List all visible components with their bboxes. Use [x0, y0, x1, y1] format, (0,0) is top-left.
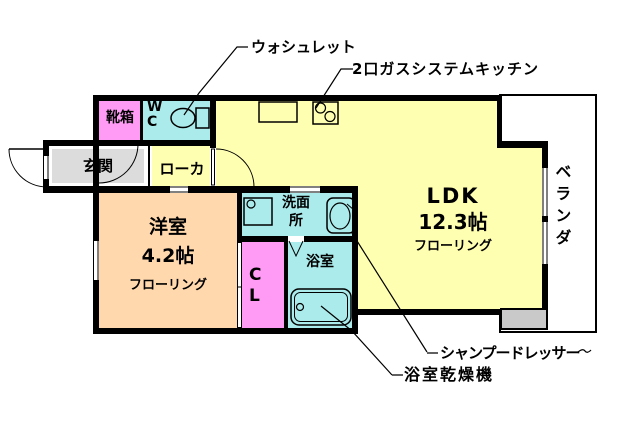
bathtub-inner: [294, 292, 348, 322]
washroom-label: 洗面 所: [282, 195, 310, 229]
stove-burner: [324, 110, 336, 123]
ldk-flooring: フローリング: [413, 239, 492, 254]
closet-door: [237, 242, 242, 328]
western-window: [93, 241, 99, 280]
ldk-window-1: [542, 168, 548, 216]
dryer-leader: [320, 305, 403, 376]
shoebox-floor: [99, 101, 140, 140]
basin-faucet: [346, 203, 355, 211]
fixtures: [170, 101, 356, 326]
wall-segment: [140, 101, 143, 140]
bathtub-faucet: [295, 302, 305, 312]
entrance-label: 玄関: [82, 157, 113, 175]
bathtub: [290, 288, 352, 326]
wash-basin-counter: [326, 197, 356, 234]
entrance-door-gap: [42, 156, 50, 179]
western-room-name: 洋室: [148, 216, 187, 238]
western-room-flooring: フローリング: [128, 278, 207, 293]
callout-shampoo-dresser: シャンプードレッサー: [440, 344, 581, 362]
gas-stove: [312, 101, 339, 125]
ldk-size: 12.3帖: [418, 210, 488, 234]
callout-washlet: ウォシュレット: [251, 38, 356, 56]
openings: [42, 156, 548, 328]
stove-burner: [314, 102, 327, 114]
bathroom-label: 浴室: [306, 254, 334, 270]
kitchen-counter: [258, 101, 298, 123]
washer-drain: [246, 199, 256, 209]
wall-segment: [93, 328, 358, 334]
washroom-door-gap: [290, 186, 320, 193]
closet-floor: [237, 242, 284, 328]
ldk-floor: [216, 101, 543, 309]
washer-pan: [243, 197, 273, 226]
shampoo-leader: [351, 232, 592, 354]
wall-segment: [352, 309, 358, 334]
wall-segment: [43, 140, 216, 146]
entrance-door-arc: [8, 148, 48, 188]
wall-segment: [43, 186, 242, 193]
hallway-label: ローカ: [159, 160, 205, 178]
wall-segment: [210, 95, 216, 148]
doors: [8, 143, 255, 188]
washlet-leader: [183, 46, 248, 116]
callout-bathroom-dryer: 浴室乾燥機: [404, 365, 495, 384]
ldk-door-leaf: [211, 148, 215, 186]
western-door-gap: [170, 186, 188, 193]
wall-segment: [497, 95, 502, 148]
callout-gas-kitchen: 2口ガスシステムキッチン: [352, 60, 539, 78]
washroom-floor: [237, 193, 358, 242]
entrance-step-line: [148, 146, 150, 186]
ldk-door-arc: [215, 148, 255, 188]
bathroom-floor: [284, 236, 358, 334]
ldk-name: LDK: [426, 184, 480, 208]
wall-segment: [284, 236, 288, 334]
leader-lines: [183, 46, 592, 376]
ldk-window-2: [542, 222, 548, 264]
wall-segment: [352, 309, 502, 315]
wash-basin: [329, 202, 351, 230]
kitchen-leader: [315, 68, 353, 109]
western-room-size: 4.2帖: [141, 245, 195, 267]
shoe-box-label: 靴箱: [106, 110, 134, 126]
veranda-label: ベランダ: [552, 163, 572, 251]
hallway-floor: [147, 146, 216, 186]
wall-segment: [93, 146, 99, 334]
bathroom-folding-door: [288, 236, 304, 258]
wc-label: W C: [147, 99, 163, 130]
wall-segment: [497, 141, 548, 148]
toilet-bowl: [170, 107, 196, 129]
western-room-floor: [93, 193, 237, 334]
closet-label: C L: [249, 265, 262, 306]
wall-segment: [237, 193, 242, 236]
entrance-inner-door-arc: [98, 143, 139, 184]
wall-segment: [352, 186, 358, 315]
toilet-tank: [195, 107, 210, 129]
column: [500, 308, 548, 330]
wall-segment: [93, 95, 99, 146]
wall-segment: [93, 95, 502, 101]
